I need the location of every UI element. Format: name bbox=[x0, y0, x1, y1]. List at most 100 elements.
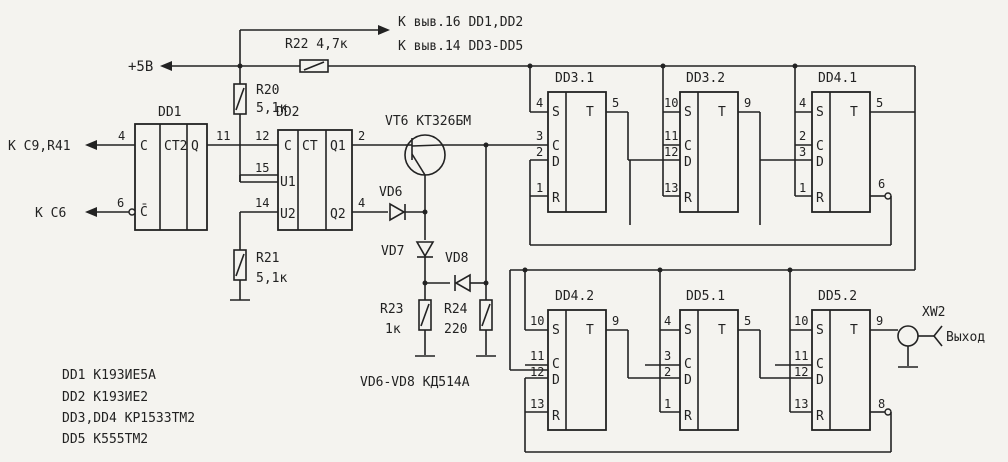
diodes-note: VD6-VD8 КД514А bbox=[360, 375, 470, 390]
dd2-u1: U1 bbox=[280, 175, 296, 190]
dd52-d: D bbox=[816, 373, 824, 388]
xw2-connector bbox=[897, 325, 919, 347]
dd51-r: R bbox=[684, 409, 692, 424]
dd41-s: S bbox=[816, 105, 824, 120]
dd2-c: C bbox=[284, 139, 292, 154]
dd42-s: S bbox=[552, 323, 560, 338]
dd41-pin2: 2 bbox=[799, 129, 806, 143]
dd51-c: C bbox=[684, 357, 692, 372]
dd32-c: C bbox=[684, 139, 692, 154]
dd52-t: T bbox=[850, 323, 858, 338]
dd32-pin10: 10 bbox=[664, 96, 678, 110]
c6-label: К С6 bbox=[35, 206, 66, 221]
dd2-pin15: 15 bbox=[255, 161, 269, 175]
legend-item: DD3,DD4 КР1533ТМ2 bbox=[62, 411, 195, 426]
dd32-name: DD3.2 bbox=[686, 71, 725, 86]
dd42-t: T bbox=[586, 323, 594, 338]
dd51-pin3: 3 bbox=[664, 349, 671, 363]
dd32-d: D bbox=[684, 155, 692, 170]
dd2-pin12: 12 bbox=[255, 129, 269, 143]
dd41-r: R bbox=[816, 191, 824, 206]
dd2-pin4: 4 bbox=[358, 196, 365, 210]
r21-label: R21 bbox=[256, 251, 279, 266]
dd32-pin11: 11 bbox=[664, 129, 678, 143]
dd41-pin1: 1 bbox=[799, 181, 806, 195]
dd52-name: DD5.2 bbox=[818, 289, 857, 304]
r24-label: R24 bbox=[444, 302, 468, 317]
c9r41-label: К С9,R41 bbox=[8, 139, 71, 154]
dd31-r: R bbox=[552, 191, 560, 206]
dd42-pin11: 11 bbox=[530, 349, 544, 363]
dd2-pin2: 2 bbox=[358, 129, 365, 143]
dd1-cbar: C̄ bbox=[140, 205, 148, 220]
dd51-pin5: 5 bbox=[744, 314, 751, 328]
vd6-label: VD6 bbox=[379, 185, 402, 200]
dd2-q1: Q1 bbox=[330, 139, 346, 154]
dd51-name: DD5.1 bbox=[686, 289, 725, 304]
dd32-pin13: 13 bbox=[664, 181, 678, 195]
dd31-s: S bbox=[552, 105, 560, 120]
dd41-pin6: 6 bbox=[878, 177, 885, 191]
vt6-label: VT6 КТ326БМ bbox=[385, 114, 471, 129]
legend: DD1 К193ИЕ5А DD2 К193ИЕ2 DD3,DD4 КР1533Т… bbox=[62, 368, 195, 447]
vd7-diode bbox=[415, 241, 435, 258]
dd42-chip bbox=[547, 309, 607, 431]
dd1-c: C bbox=[140, 139, 148, 154]
r24-value: 220 bbox=[444, 322, 467, 337]
vd7-label: VD7 bbox=[381, 244, 404, 259]
dd41-c: C bbox=[816, 139, 824, 154]
dd52-pin9: 9 bbox=[876, 314, 883, 328]
dd31-pin4: 4 bbox=[536, 96, 543, 110]
dd32-r: R bbox=[684, 191, 692, 206]
dd31-chip bbox=[547, 91, 607, 213]
dd42-d: D bbox=[552, 373, 560, 388]
dd1-chip bbox=[134, 123, 208, 231]
dd42-c: C bbox=[552, 357, 560, 372]
r20-label: R20 bbox=[256, 83, 279, 98]
legend-item: DD2 К193ИЕ2 bbox=[62, 390, 148, 405]
dd51-chip bbox=[679, 309, 739, 431]
r23-value: 1к bbox=[385, 322, 401, 337]
dd41-t: T bbox=[850, 105, 858, 120]
dd2-name: DD2 bbox=[276, 105, 299, 120]
dd51-s: S bbox=[684, 323, 692, 338]
dd52-pin13: 13 bbox=[794, 397, 808, 411]
dd1-pin4: 4 bbox=[118, 129, 125, 143]
r22-label: R22 4,7к bbox=[285, 37, 348, 52]
legend-item: DD1 К193ИЕ5А bbox=[62, 368, 156, 383]
dd1-pin6: 6 bbox=[117, 196, 124, 210]
dd41-pin3: 3 bbox=[799, 145, 806, 159]
to14-label: К выв.14 DD3-DD5 bbox=[398, 39, 523, 54]
dd1-q: Q bbox=[191, 139, 199, 154]
dd32-s: S bbox=[684, 105, 692, 120]
dd2-func: CT bbox=[302, 139, 318, 154]
plus5-label: +5В bbox=[128, 59, 153, 75]
dd41-d: D bbox=[816, 155, 824, 170]
dd31-c: C bbox=[552, 139, 560, 154]
power-rail bbox=[160, 25, 915, 71]
dd52-chip bbox=[811, 309, 871, 431]
dd51-pin1: 1 bbox=[664, 397, 671, 411]
dd31-pin5: 5 bbox=[612, 96, 619, 110]
dd2-pin14: 14 bbox=[255, 196, 269, 210]
xw2-label: XW2 bbox=[922, 305, 945, 320]
dd31-pin3: 3 bbox=[536, 129, 543, 143]
dd32-t: T bbox=[718, 105, 726, 120]
dd52-s: S bbox=[816, 323, 824, 338]
dd42-r: R bbox=[552, 409, 560, 424]
dd1-pin11: 11 bbox=[216, 129, 230, 143]
dd42-pin10: 10 bbox=[530, 314, 544, 328]
dd42-pin13: 13 bbox=[530, 397, 544, 411]
dd2-u2: U2 bbox=[280, 207, 296, 222]
dd51-pin2: 2 bbox=[664, 365, 671, 379]
dd41-name: DD4.1 bbox=[818, 71, 857, 86]
dd31-pin2: 2 bbox=[536, 145, 543, 159]
vd6-diode bbox=[389, 202, 406, 222]
dd31-pin1: 1 bbox=[536, 181, 543, 195]
r20-value: 5,1к bbox=[256, 101, 287, 116]
legend-item: DD5 К555ТМ2 bbox=[62, 432, 148, 447]
dd41-pin4: 4 bbox=[799, 96, 806, 110]
dd31-name: DD3.1 bbox=[555, 71, 594, 86]
dd51-t: T bbox=[718, 323, 726, 338]
